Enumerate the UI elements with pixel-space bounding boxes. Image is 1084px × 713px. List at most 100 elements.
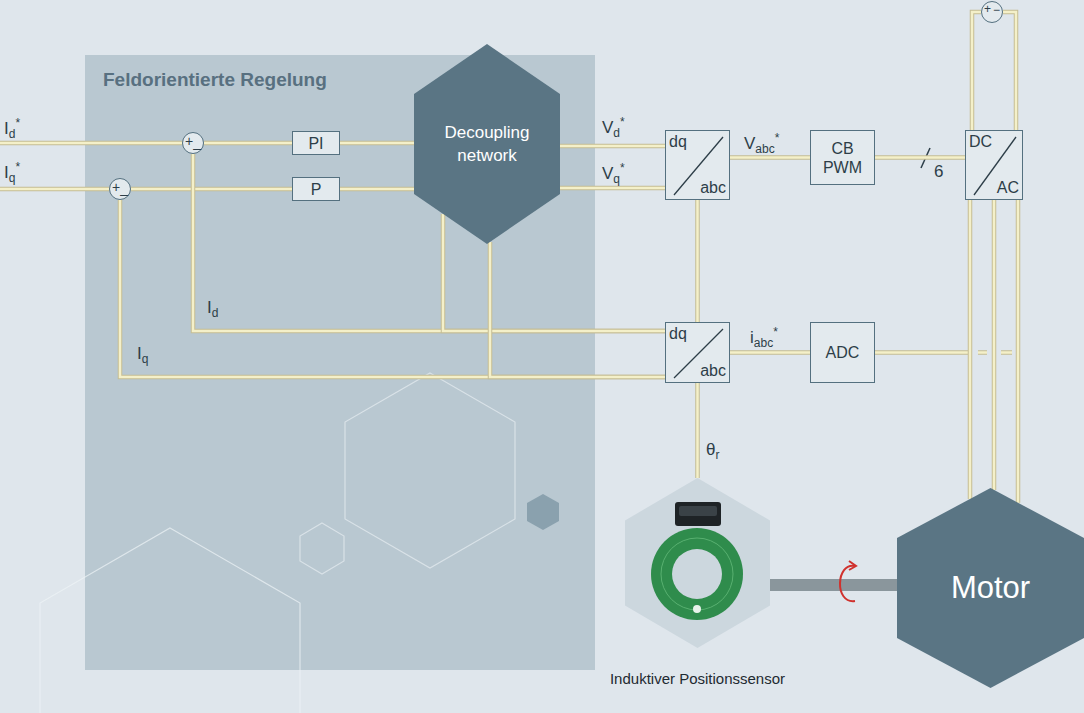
sensor-module — [675, 502, 721, 526]
deco-hexagon — [345, 373, 515, 568]
deco-hexagon — [40, 528, 300, 713]
wire-edge — [730, 155, 810, 160]
signal-wire — [120, 200, 665, 377]
wire-core — [131, 188, 292, 191]
pcb-hole — [672, 549, 722, 599]
rotation-arrowhead — [849, 561, 856, 570]
wire-core — [730, 156, 810, 159]
deco-hexagon — [527, 494, 559, 530]
wire-edge — [560, 144, 665, 149]
shaft — [770, 585, 897, 586]
adc-box: ADC — [810, 322, 875, 383]
sign-plus: + — [185, 134, 193, 148]
transform-to: abc — [700, 362, 726, 380]
pcb-trace — [661, 538, 733, 610]
panel-title: Feldorientierte Regelung — [103, 69, 327, 91]
wire-edge — [972, 12, 981, 130]
transform-box: dq abc — [665, 322, 730, 383]
signal-wire — [994, 200, 995, 490]
signal-wire — [131, 189, 292, 190]
signal-wire — [204, 143, 292, 144]
hexagon-label: Decoupling network — [431, 121, 543, 167]
signal-wire — [697, 200, 698, 322]
sign-minus: _ — [193, 135, 201, 149]
wire-edge — [695, 200, 700, 322]
wire-edge — [131, 187, 292, 192]
sensor-hexagon: Induktiver Positionssensor — [625, 478, 770, 648]
wire-core — [696, 200, 699, 322]
wire-core — [204, 142, 292, 145]
decoupling-hexagon: Decoupling network — [414, 44, 560, 244]
transform-to: AC — [997, 179, 1019, 197]
hexagon-outline — [625, 478, 770, 648]
signal-wire — [730, 352, 810, 353]
signal-label: iabc* — [750, 322, 778, 353]
signal-wire — [340, 189, 414, 190]
wire-core — [340, 142, 414, 145]
signal-wire — [340, 143, 414, 144]
wire-edge — [204, 141, 292, 146]
signal-label: Vabc* — [744, 128, 779, 159]
wires — [0, 12, 1016, 353]
control-panel: Feldorientierte Regelung+_PI+_PDecouplin… — [85, 55, 595, 670]
signal-label: 6 — [934, 162, 943, 182]
wire-core — [1017, 200, 1020, 503]
signal-wire — [490, 242, 665, 377]
controller-box: PI — [292, 131, 340, 155]
wire-edge — [730, 350, 810, 355]
wire-edge — [120, 200, 665, 377]
shaft-bar — [770, 579, 897, 591]
wire-edge — [490, 242, 665, 377]
wire-core — [560, 187, 665, 190]
box-label: P — [311, 180, 322, 199]
transform-from: dq — [669, 325, 687, 343]
sign-minus: − — [993, 4, 1000, 16]
wire-core — [120, 200, 665, 377]
wire-edge — [968, 200, 973, 499]
signal-wire — [875, 157, 965, 158]
wire-core — [993, 200, 996, 490]
wire-core — [490, 242, 665, 377]
signal-label: Iq — [137, 344, 148, 369]
signal-name: Iq* — [4, 157, 20, 188]
signal-wire — [972, 12, 981, 130]
motor-label: Motor — [951, 570, 1030, 606]
sign-plus: + — [984, 3, 991, 15]
sign-minus: _ — [120, 181, 128, 195]
signal-label: θr — [706, 440, 719, 465]
wire-edge — [560, 186, 665, 191]
pwm-box: CB PWM — [810, 130, 875, 185]
pcb-ring — [651, 528, 743, 620]
transform-box: dqabc — [665, 130, 730, 200]
signal-wire — [970, 200, 971, 499]
wire-core — [340, 188, 414, 191]
dc-source: +− — [981, 1, 1003, 23]
signal-wire — [697, 383, 698, 478]
wire-edge — [875, 155, 965, 160]
signal-name: Id* — [4, 113, 20, 144]
controller-box: P — [292, 177, 340, 201]
signal-wire — [560, 188, 665, 189]
hexagon-outline — [414, 44, 560, 244]
signal-label: Id — [207, 298, 218, 323]
wire-edge — [992, 200, 997, 490]
summing-junction: +_ — [109, 178, 131, 200]
hexagon-shape — [414, 44, 560, 244]
signal-wire — [560, 146, 665, 147]
wire-edge — [1016, 200, 1021, 503]
wire-edge — [695, 383, 700, 478]
wire-core — [696, 383, 699, 478]
motor-hexagon: Motor — [897, 488, 1084, 688]
wire-core — [972, 12, 981, 130]
wire-core — [560, 145, 665, 148]
wire-edge — [340, 187, 414, 192]
rotation-arrow — [840, 566, 855, 601]
wire-core — [969, 200, 972, 499]
signal-wire — [1018, 200, 1019, 503]
box-label: PI — [308, 134, 323, 153]
signal-wire — [730, 157, 810, 158]
box-label: ADC — [826, 343, 860, 362]
transform-from: DC — [969, 133, 992, 151]
pcb-logo — [693, 605, 701, 613]
